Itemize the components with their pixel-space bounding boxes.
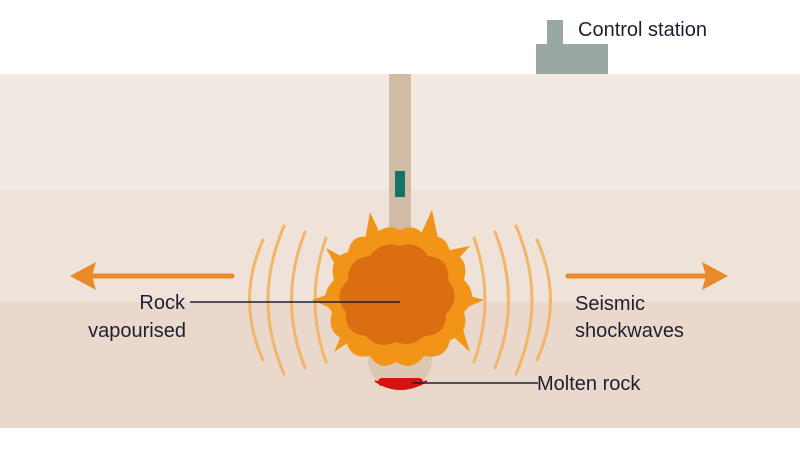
seismic-shockwaves-label-line1: Seismic	[575, 293, 645, 315]
explosion-inner	[339, 244, 455, 345]
borehole-shaft	[389, 74, 411, 244]
arrow-left-icon	[70, 262, 235, 290]
molten-rock-pool-fill	[378, 378, 423, 386]
seismic-shockwaves-label-line2: shockwaves	[575, 320, 684, 342]
nuclear-device	[395, 171, 405, 197]
arrow-right-icon	[565, 262, 728, 290]
building-icon	[536, 20, 608, 74]
rock-vapourised-label-line2: vapourised	[88, 320, 186, 342]
molten-rock-pool	[375, 380, 427, 390]
control-station-label: Control station	[578, 19, 707, 41]
molten-rock-label: Molten rock	[537, 373, 641, 395]
shockwaves-right	[472, 224, 552, 376]
shockwaves-left	[248, 224, 328, 376]
rock-vapourised-label-line1: Rock	[139, 292, 186, 314]
